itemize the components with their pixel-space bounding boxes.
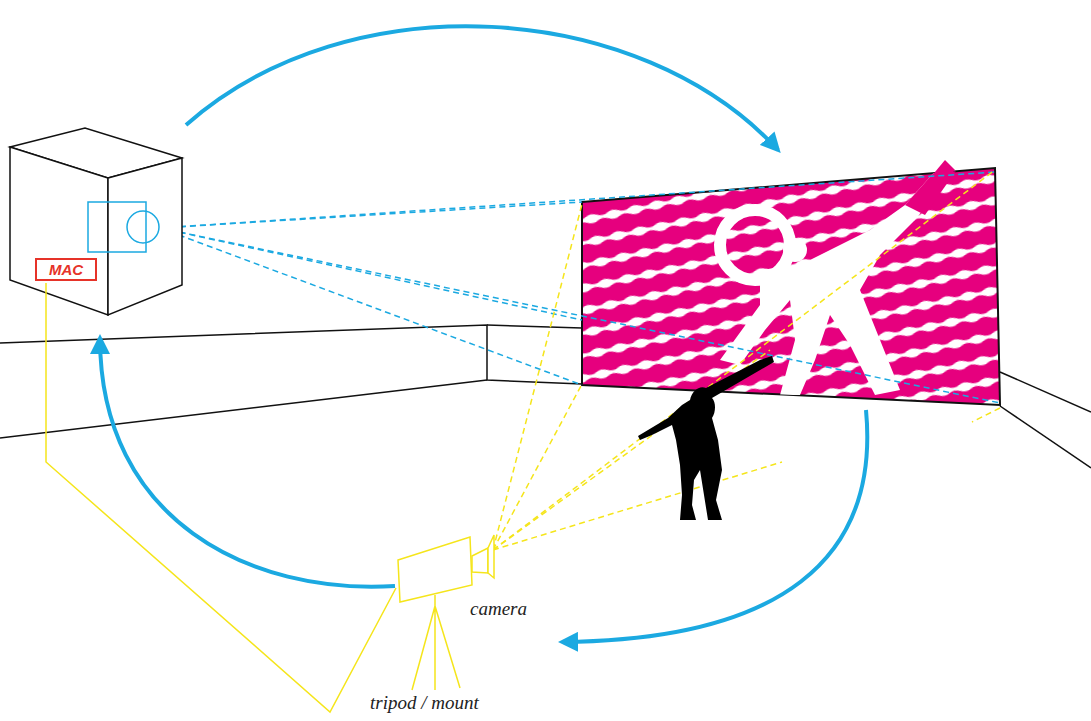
tripod-label: tripod / mount (368, 692, 481, 714)
projector-housing (10, 128, 182, 315)
projector-lens (88, 202, 159, 252)
camera-view-lines (493, 170, 1000, 550)
projection-screen (582, 160, 1000, 405)
computer-box: MAC (35, 258, 97, 281)
projection-lines (160, 172, 1000, 403)
flow-arrows (100, 26, 867, 642)
person-silhouette (638, 356, 774, 520)
camera-label: camera (468, 598, 529, 620)
data-cable (46, 283, 396, 712)
node-label: MAC (42, 261, 90, 278)
